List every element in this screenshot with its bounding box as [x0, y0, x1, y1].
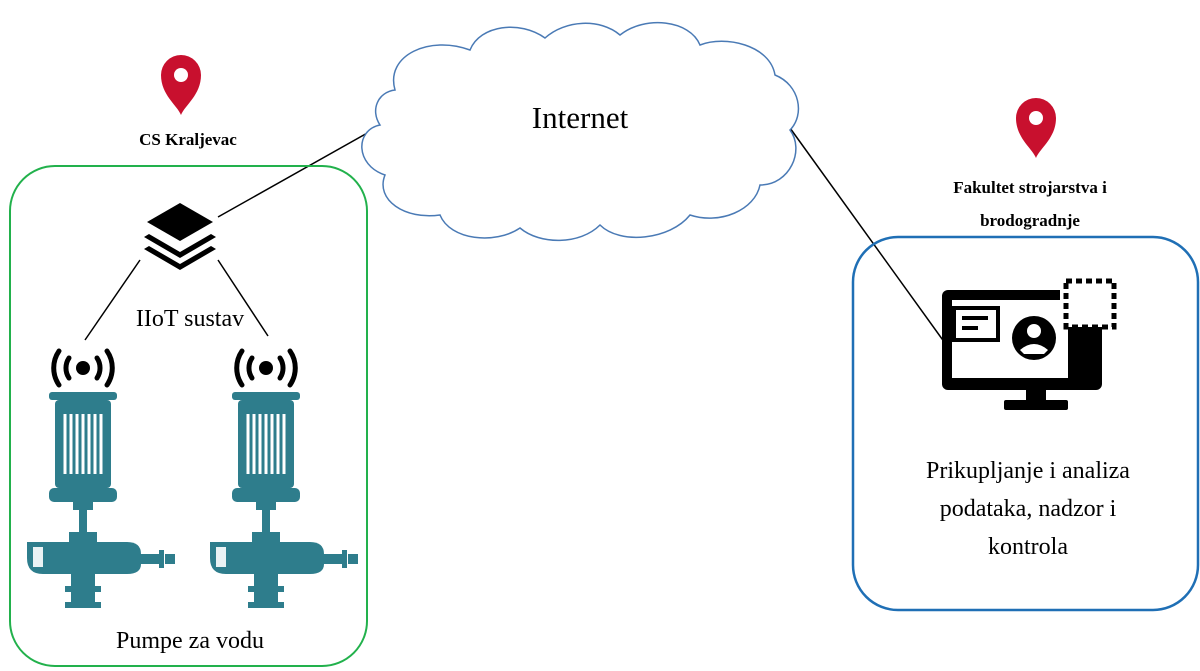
site-right-title: Fakultet strojarstva i brodogradnje [880, 171, 1180, 237]
workstation-description-line2: podataka, nadzor i [939, 496, 1117, 522]
link-iiot-internet [217, 126, 379, 218]
workstation-description-line1: Prikupljanje i analiza [926, 458, 1130, 484]
workstation-description-line3: kontrola [988, 534, 1068, 560]
monitor-user-icon [942, 278, 1117, 410]
iiot-system-label: IIoT sustav [135, 306, 245, 332]
location-pin-icon [161, 55, 201, 115]
site-left-box [9, 165, 368, 667]
internet-cloud [361, 22, 800, 242]
internet-label: Internet [531, 100, 629, 135]
site-right-box [851, 235, 1200, 612]
water-pump-icon [208, 390, 360, 610]
site-left-title: CS Kraljevac [139, 130, 237, 149]
layers-stack-icon [144, 203, 216, 270]
water-pump-icon [25, 390, 177, 610]
site-right-title-line1: Fakultet strojarstva i [953, 178, 1107, 197]
location-pin-icon-dot [1029, 111, 1043, 125]
link-iiot-pump-2 [217, 259, 269, 337]
location-pin-icon-dot [174, 68, 188, 82]
link-iiot-pump-1 [84, 259, 141, 341]
wireless-signal-icon [54, 351, 113, 385]
link-internet-workstation [789, 127, 951, 351]
wireless-signal-icon [237, 351, 296, 385]
location-pin-icon [1016, 98, 1056, 158]
workstation-description: Prikupljanje i analiza podataka, nadzor … [878, 452, 1178, 566]
water-pumps-label: Pumpe za vodu [116, 628, 264, 654]
site-right-title-line2: brodogradnje [980, 211, 1080, 230]
